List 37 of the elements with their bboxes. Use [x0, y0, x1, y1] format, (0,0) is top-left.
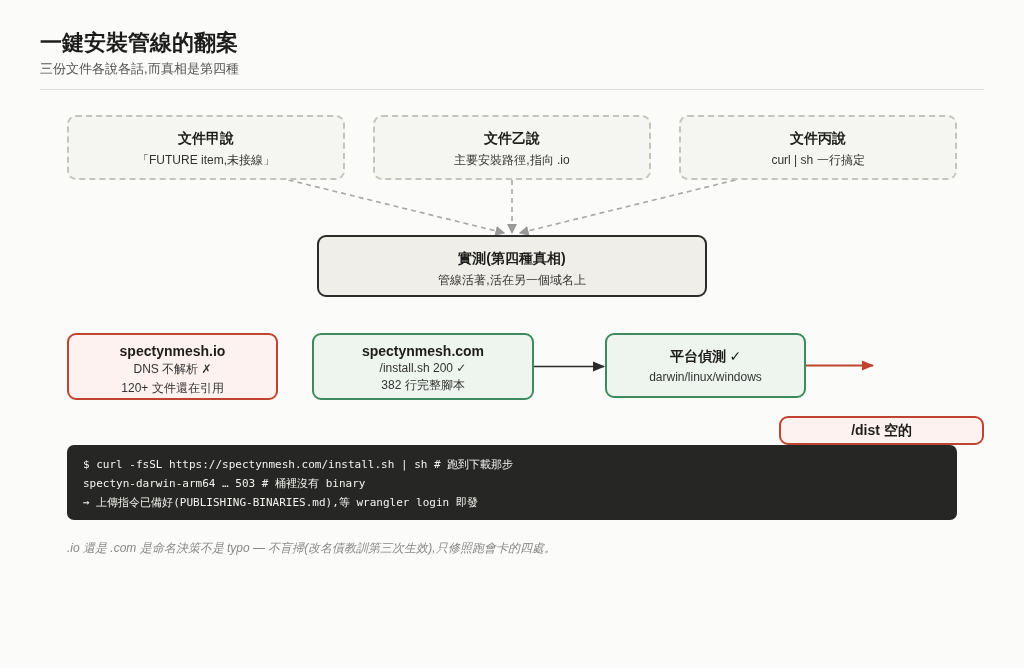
box-text: 120+ 文件還在引用 [120, 380, 225, 397]
terminal-box [67, 445, 957, 520]
box-text: curl | sh 一行搞定 [770, 152, 866, 169]
success-box [312, 333, 534, 400]
terminal-line: → 上傳指令已備好(PUBLISHING-BINARIES.md),等 wrangler login 即發 [83, 495, 479, 511]
subtitle: 三份文件各說各話,而真相是第四種 [40, 60, 239, 78]
result-box [317, 235, 707, 297]
box-text: 「FUTURE item,未接線」 [136, 152, 276, 169]
claim-box [679, 115, 957, 180]
box-text: 管線活著,活在另一個域名上 [437, 272, 587, 289]
arrow [533, 361, 605, 372]
box-text: /install.sh 200 ✓ [378, 361, 468, 375]
box-heading: spectynmesh.io [118, 343, 227, 359]
box-text: darwin/linux/windows [648, 370, 763, 384]
box-text: 382 行完整腳本 [380, 377, 466, 394]
arrow [507, 179, 517, 234]
arrow [518, 179, 737, 236]
success-box [605, 333, 806, 398]
terminal-line: spectyn-darwin-arm64 … 503 # 桶裡沒有 binary [83, 476, 367, 492]
terminal-line: $ curl -fsSL https://spectynmesh.com/install.sh | sh # 跑到下載那步 [83, 457, 515, 473]
title: 一鍵安裝管線的翻案 [40, 29, 238, 57]
arrow [287, 179, 506, 236]
box-heading: 平台偵測 ✓ [668, 348, 743, 366]
box-heading: 文件丙說 [789, 130, 847, 148]
failure-box [779, 416, 984, 445]
arrow [805, 360, 874, 371]
box-heading: 實測(第四種真相) [457, 250, 567, 268]
box-heading: /dist 空的 [850, 422, 913, 440]
box-text: DNS 不解析 ✗ [132, 361, 213, 378]
box-heading: spectynmesh.com [360, 343, 486, 359]
claim-box [373, 115, 651, 180]
failure-box [67, 333, 278, 400]
box-text: 主要安裝路徑,指向 .io [453, 152, 571, 169]
claim-box [67, 115, 345, 180]
caption: .io 還是 .com 是命名決策不是 typo — 不盲掃(改名債教訓第三次生效),只修照跑會卡的四處。 [67, 540, 556, 557]
box-heading: 文件乙說 [483, 130, 541, 148]
box-heading: 文件甲說 [177, 130, 235, 148]
